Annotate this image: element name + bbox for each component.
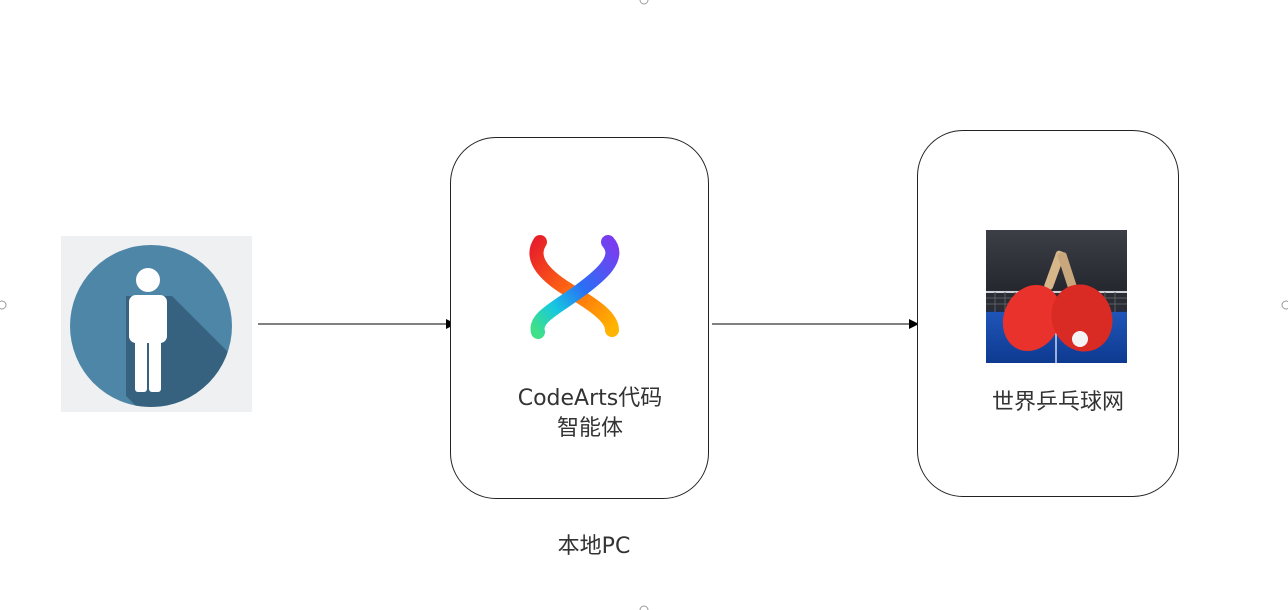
site-label: 世界乒乓球网	[991, 390, 1124, 415]
handle-right[interactable]	[1281, 300, 1288, 310]
handle-bottom[interactable]	[639, 605, 649, 610]
agent-label-line1: CodeArts代码	[517, 386, 663, 411]
agent-label-line2: 智能体	[556, 416, 623, 441]
handle-top[interactable]	[639, 0, 649, 5]
agent-label: CodeArts代码 智能体	[500, 384, 680, 444]
person-icon[interactable]	[61, 236, 260, 420]
handle-left[interactable]	[0, 300, 7, 310]
local-pc-label: 本地PC	[557, 534, 631, 559]
agent-node[interactable]	[450, 137, 709, 499]
